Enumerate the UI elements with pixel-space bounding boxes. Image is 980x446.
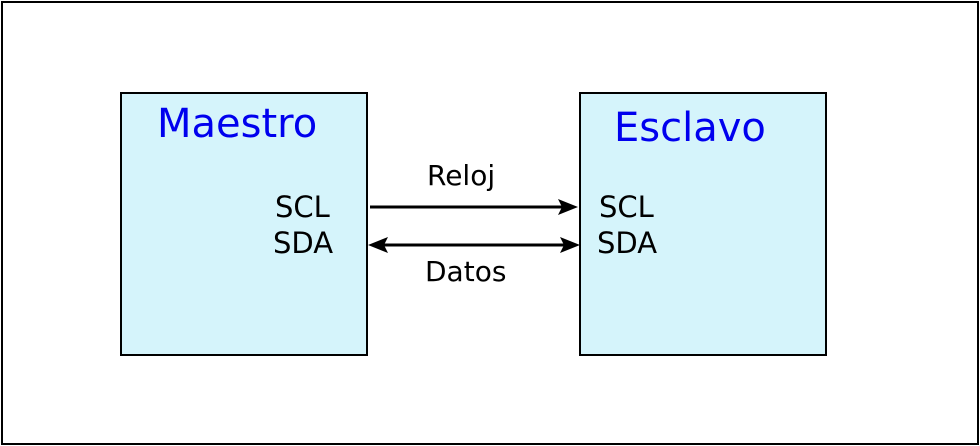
slave-title: Esclavo — [614, 105, 766, 151]
master-sda-pin: SDA — [273, 226, 334, 260]
data-label: Datos — [425, 255, 507, 288]
slave-block: Esclavo SCL SDA — [579, 92, 827, 356]
clock-label: Reloj — [427, 159, 496, 192]
master-block: Maestro SCL SDA — [120, 92, 368, 356]
slave-sda-pin: SDA — [597, 226, 658, 260]
master-scl-pin: SCL — [275, 190, 330, 224]
data-arrow — [368, 237, 580, 253]
slave-scl-pin: SCL — [599, 190, 654, 224]
master-title: Maestro — [157, 101, 318, 147]
clock-arrow — [370, 199, 578, 215]
